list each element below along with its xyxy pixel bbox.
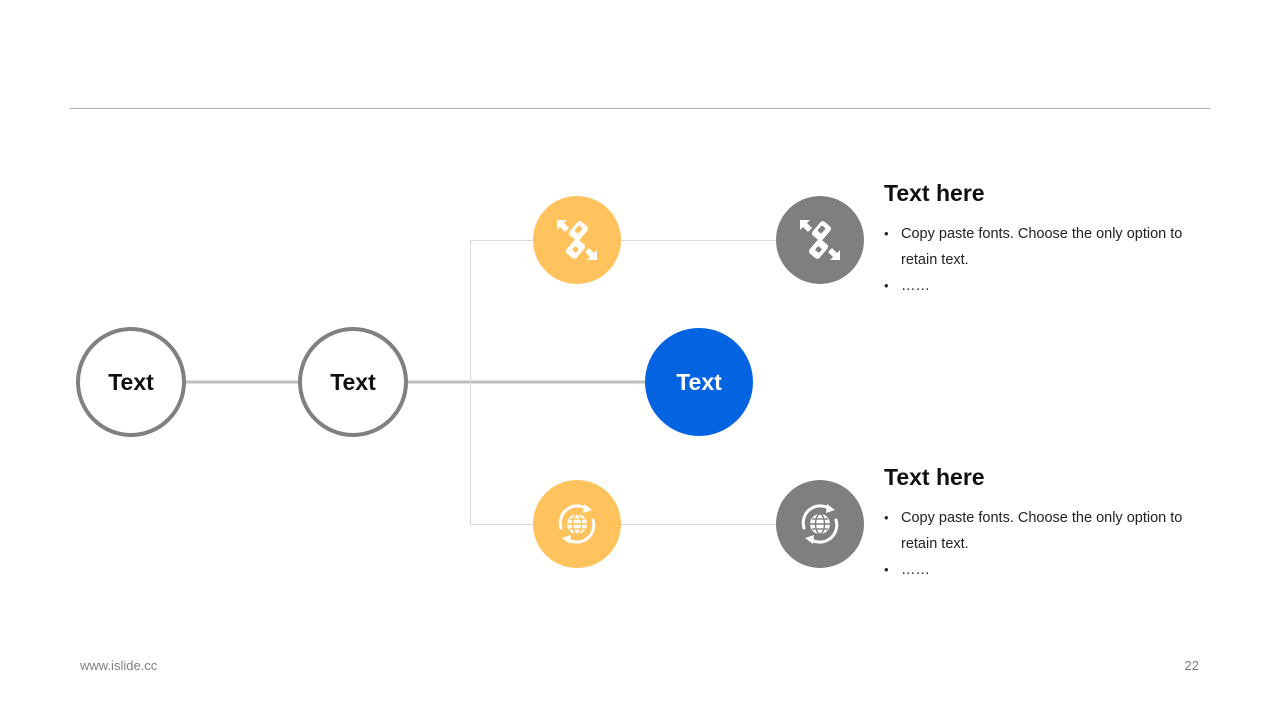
text-block-top: Text here Copy paste fonts. Choose the o… bbox=[884, 179, 1204, 299]
node-center-label: Text bbox=[676, 368, 722, 395]
node-center: Text bbox=[645, 328, 753, 436]
globe-refresh-icon bbox=[558, 504, 596, 544]
seatbelt-circle-gray bbox=[776, 196, 864, 284]
seatbelt-circle-yellow bbox=[533, 196, 621, 284]
block-title: Text here bbox=[884, 464, 985, 490]
node-second-label: Text bbox=[330, 368, 376, 395]
bullet-item: …… bbox=[884, 273, 1204, 299]
page-number: 22 bbox=[1184, 658, 1199, 673]
bullet-item: Copy paste fonts. Choose the only option… bbox=[884, 221, 1204, 273]
bullet-item: Copy paste fonts. Choose the only option… bbox=[884, 505, 1204, 557]
bullet-item: …… bbox=[884, 557, 1204, 583]
node-first-label: Text bbox=[108, 368, 154, 395]
text-block-bottom: Text here Copy paste fonts. Choose the o… bbox=[884, 463, 1204, 583]
node-first: Text bbox=[76, 327, 186, 437]
globe-circle-yellow bbox=[533, 480, 621, 568]
top-divider bbox=[70, 108, 1210, 109]
block-title: Text here bbox=[884, 180, 985, 206]
footer-url: www.islide.cc bbox=[80, 658, 158, 673]
bullet-list: Copy paste fonts. Choose the only option… bbox=[884, 505, 1204, 583]
node-second: Text bbox=[298, 327, 408, 437]
seatbelt-buckle-icon bbox=[557, 220, 597, 260]
seatbelt-buckle-icon bbox=[800, 220, 840, 260]
bullet-list: Copy paste fonts. Choose the only option… bbox=[884, 221, 1204, 299]
globe-circle-gray bbox=[776, 480, 864, 568]
globe-refresh-icon bbox=[801, 504, 839, 544]
